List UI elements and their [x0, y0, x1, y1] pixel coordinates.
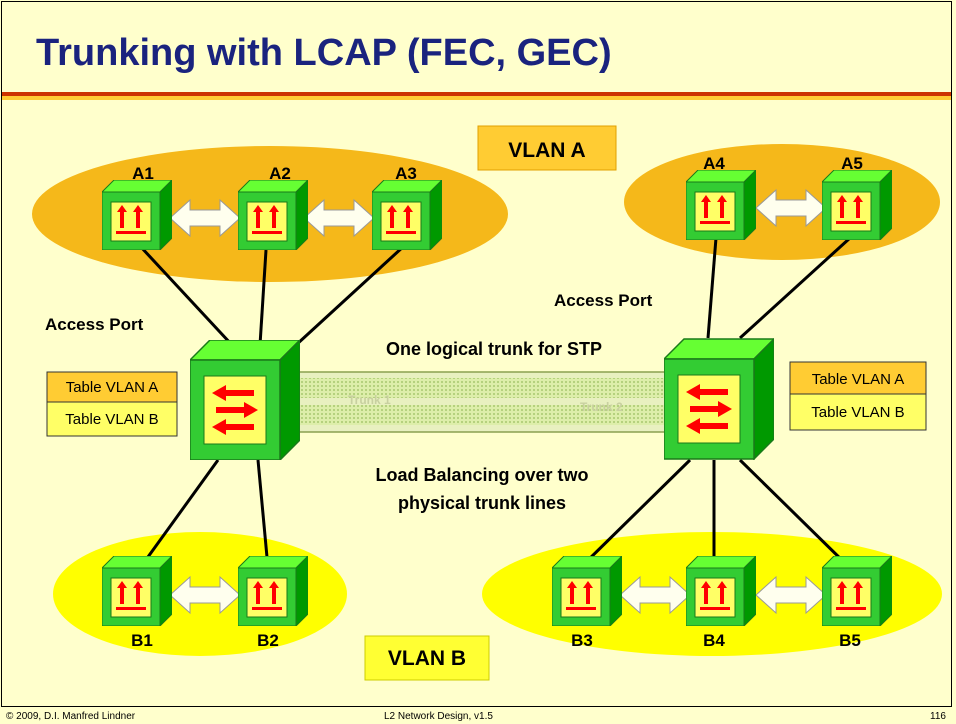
- host-a2-l2-switch-icon: [238, 180, 308, 250]
- slide-title: Trunking with LCAP (FEC, GEC): [36, 32, 612, 74]
- host-label-b5: B5: [839, 631, 861, 650]
- uplink-lines: [138, 236, 852, 570]
- host-label-a4: A4: [703, 154, 725, 173]
- link-b5: [738, 458, 852, 570]
- right-table-stack: [789, 361, 927, 431]
- vlan-a-label: VLAN A: [508, 139, 585, 162]
- host-b3-l2-switch-icon: [552, 556, 622, 626]
- host-label-b1: B1: [131, 631, 153, 650]
- host-a1-l2-switch-icon: [102, 180, 172, 250]
- link-a1: [138, 244, 234, 347]
- host-b1-l2-switch-icon: [102, 556, 172, 626]
- footer-course-title: L2 Network Design, v1.5: [384, 711, 493, 722]
- host-label-b4: B4: [703, 631, 725, 650]
- host-b5-l2-switch-icon: [822, 556, 892, 626]
- host-label-a2: A2: [269, 164, 291, 183]
- trunk2-label: Trunk 2: [580, 400, 623, 414]
- left-table-vlan-a: Table VLAN A: [66, 379, 159, 396]
- left-table-stack: [46, 371, 178, 437]
- access-port-left-label: Access Port: [45, 315, 144, 334]
- access-port-right-label: Access Port: [554, 291, 653, 310]
- host-a4-l2-switch-icon: [686, 170, 756, 240]
- load-balancing-label-line1: Load Balancing over two: [375, 465, 588, 485]
- footer-copyright: © 2009, D.I. Manfred Lindner: [6, 711, 136, 722]
- title-rule-light: [2, 96, 951, 100]
- link-a3: [294, 244, 406, 347]
- host-label-a3: A3: [395, 164, 417, 183]
- link-b3: [578, 458, 692, 570]
- trunk2-line: [290, 405, 672, 425]
- link-b2: [256, 459, 270, 569]
- slide-footer: © 2009, D.I. Manfred Lindner L2 Network …: [0, 708, 956, 724]
- host-label-b2: B2: [257, 631, 279, 650]
- right-table-vlan-b: Table VLAN B: [811, 404, 904, 421]
- link-b1: [138, 459, 220, 569]
- trunk1-label: Trunk 1: [348, 393, 391, 407]
- host-a3-l2-switch-icon: [372, 180, 442, 250]
- title-bar: Trunking with LCAP (FEC, GEC): [2, 2, 951, 92]
- link-a2: [258, 249, 268, 346]
- host-b2-l2-switch-icon: [238, 556, 308, 626]
- title-rule-dark: [2, 92, 951, 96]
- host-a5-l2-switch-icon: [822, 170, 892, 240]
- trunk-tube: [280, 371, 676, 433]
- left-table-vlan-b: Table VLAN B: [65, 411, 158, 428]
- host-b4-l2-switch-icon: [686, 556, 756, 626]
- load-balancing-label-line2: physical trunk lines: [398, 493, 566, 513]
- left-multilayer-switch-icon: [190, 340, 300, 460]
- right-table-vlan-a: Table VLAN A: [812, 371, 905, 388]
- trunk1-line: [290, 378, 672, 398]
- footer-page-number: 116: [930, 711, 946, 722]
- right-multilayer-switch-icon: [664, 338, 774, 460]
- host-label-a5: A5: [841, 154, 863, 173]
- vlan-b-label: VLAN B: [388, 647, 466, 670]
- vlan-b-label-box: [364, 635, 490, 681]
- host-label-a1: A1: [132, 164, 154, 183]
- link-a4: [706, 237, 718, 339]
- host-label-b3: B3: [571, 631, 593, 650]
- vlan-a-label-box: [477, 125, 617, 171]
- logical-trunk-label: One logical trunk for STP: [386, 339, 602, 359]
- link-a5: [738, 236, 852, 340]
